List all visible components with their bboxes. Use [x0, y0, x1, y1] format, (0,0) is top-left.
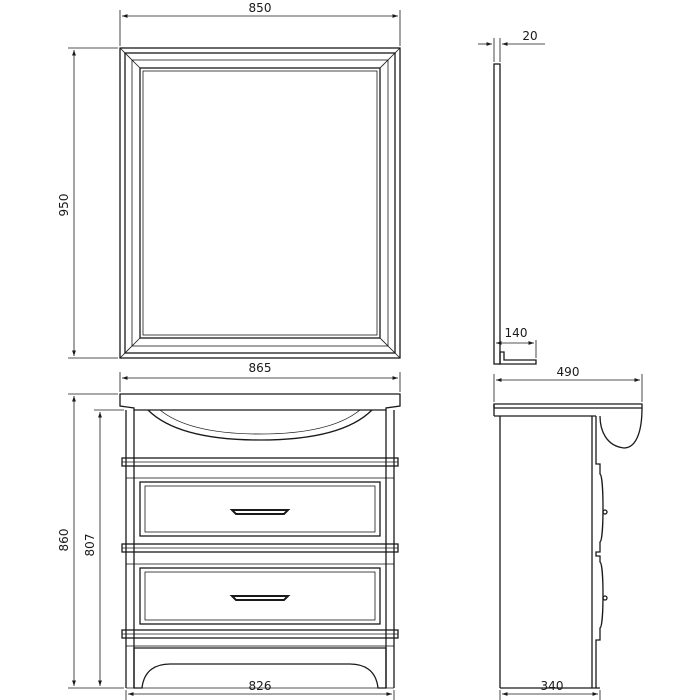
top-width-label: 865	[249, 361, 272, 375]
drawer-handle-top	[229, 509, 291, 515]
dimension-mirror-width: 850	[119, 1, 401, 46]
total-height-label: 860	[57, 529, 71, 552]
mirror-side-view	[493, 63, 537, 365]
cabinet-front-view	[119, 393, 401, 689]
dimension-total-height: 860	[57, 393, 124, 689]
dimension-top-width: 865	[119, 361, 401, 392]
dimension-shelf-depth: 140	[493, 326, 537, 360]
dimension-base-width: 826	[125, 679, 395, 700]
dimension-mirror-depth: 20	[478, 29, 545, 62]
mirror-height-label: 950	[57, 194, 71, 217]
drawer-handle-bottom	[229, 595, 291, 601]
cabinet-side-view	[493, 403, 643, 689]
cabinet-depth-label: 490	[557, 365, 580, 379]
base-width-label: 826	[249, 679, 272, 693]
dimension-cabinet-depth: 490	[493, 365, 643, 402]
base-depth-label: 340	[541, 679, 564, 693]
body-height-label: 807	[83, 534, 97, 557]
mirror-width-label: 850	[249, 1, 272, 15]
dimension-mirror-height: 950	[57, 47, 118, 359]
dimension-body-height: 807	[83, 409, 124, 686]
mirror-front-view	[119, 47, 401, 359]
dimension-base-depth: 340	[499, 679, 601, 700]
mirror-depth-label: 20	[522, 29, 537, 43]
shelf-depth-label: 140	[505, 326, 528, 340]
